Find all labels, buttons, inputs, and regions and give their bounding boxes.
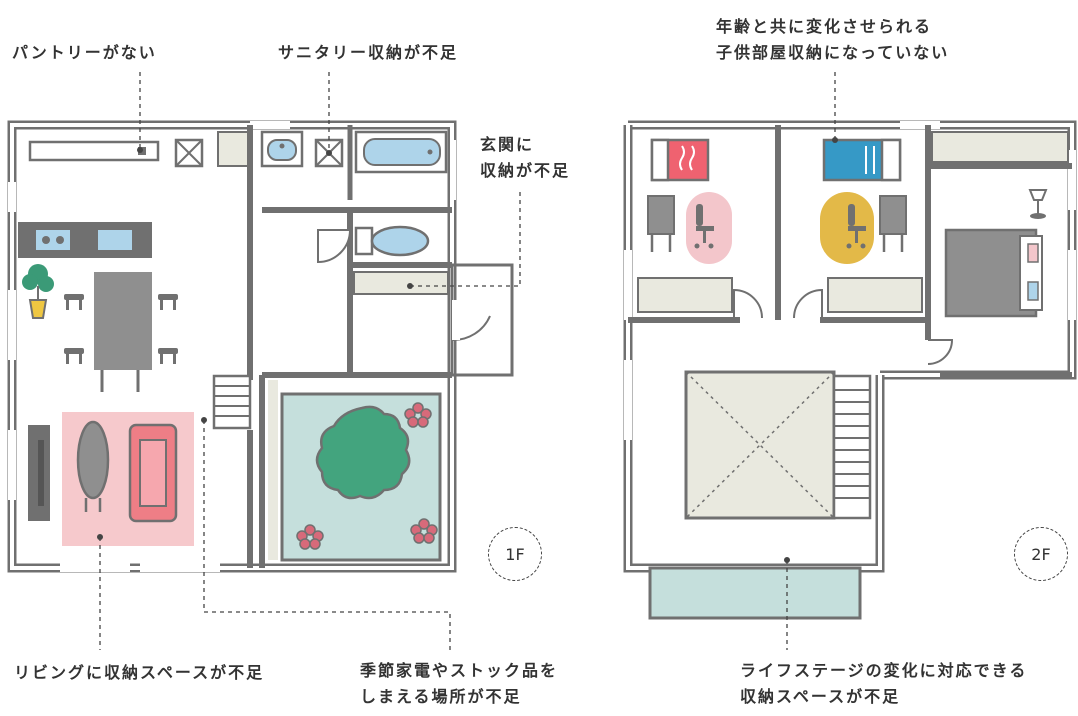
annotation-living-text: リビングに収納スペースが不足 <box>14 663 265 682</box>
chair-icon <box>846 204 866 249</box>
bathtub <box>354 130 448 174</box>
annotation-kids-line2: 子供部屋収納になっていない <box>716 43 950 62</box>
balcony <box>648 566 862 620</box>
washbasin <box>260 130 304 168</box>
courtyard <box>268 380 442 562</box>
kids-bed-blue <box>822 138 902 182</box>
annotation-entrance-line2: 収納が不足 <box>480 161 571 180</box>
master-closet <box>931 131 1069 163</box>
second-floor-interior-walls <box>628 125 1072 378</box>
chair-icon <box>694 204 714 249</box>
annotation-leaders-1f <box>97 72 521 650</box>
dining-stools <box>64 294 178 364</box>
annotation-pantry: パントリーがない <box>12 40 157 66</box>
kitchen-counter <box>18 222 152 258</box>
first-floor-interior-walls <box>247 125 514 568</box>
kids-closet-left <box>637 277 733 313</box>
annotation-lifestage: ライフステージの変化に対応できる 収納スペースが不足 <box>740 658 1027 710</box>
annotation-sanitary: サニタリー収納が不足 <box>278 40 458 66</box>
annotation-seasonal-line1: 季節家電やストック品を <box>360 661 559 680</box>
annotation-living: リビングに収納スペースが不足 <box>14 660 264 686</box>
entrance-shoe-storage <box>353 271 449 295</box>
plant-icon <box>22 264 54 319</box>
annotation-kids-room: 年齢と共に変化させられる 子供部屋収納になっていない <box>716 14 949 66</box>
coffee-table <box>76 420 110 512</box>
annotation-sanitary-text: サニタリー収納が不足 <box>278 43 459 62</box>
shelf-storage <box>28 140 160 162</box>
annotation-entrance: 玄関に 収納が不足 <box>480 132 570 184</box>
stairs-2f <box>832 374 872 520</box>
toilet <box>354 225 430 257</box>
flower-icon <box>296 402 438 550</box>
annotation-seasonal-line2: しまえる場所が不足 <box>360 687 522 706</box>
atrium-void <box>684 370 836 520</box>
dining-table <box>94 272 152 392</box>
annotation-entrance-line1: 玄関に <box>480 135 535 154</box>
annotation-seasonal: 季節家電やストック品を しまえる場所が不足 <box>360 658 558 710</box>
tv-stand <box>28 425 50 521</box>
kids-closet-right <box>827 277 923 313</box>
sofa <box>128 423 178 523</box>
annotation-pantry-text: パントリーがない <box>12 43 157 62</box>
storage-box <box>174 138 204 168</box>
floor-badge-1f-label: 1F <box>505 544 525 564</box>
annotation-lifestage-line2: 収納スペースが不足 <box>740 687 901 706</box>
closet-storage <box>217 131 249 167</box>
floor-badge-1f: 1F <box>488 527 542 581</box>
annotation-leaders-2f <box>784 72 838 650</box>
floor-badge-2f: 2F <box>1014 527 1068 581</box>
double-bed <box>944 228 1043 318</box>
lamp-icon <box>1028 189 1048 219</box>
desk-left <box>647 195 675 252</box>
annotation-lifestage-line1: ライフステージの変化に対応できる <box>740 661 1028 680</box>
annotation-kids-line1: 年齢と共に変化させられる <box>716 17 933 36</box>
first-floor-plan <box>7 72 521 650</box>
kids-bed-red <box>650 138 710 182</box>
stairs-1f <box>212 374 252 430</box>
desk-right <box>879 195 907 252</box>
floor-badge-2f-label: 2F <box>1031 544 1051 564</box>
second-floor-plan <box>623 72 1077 650</box>
